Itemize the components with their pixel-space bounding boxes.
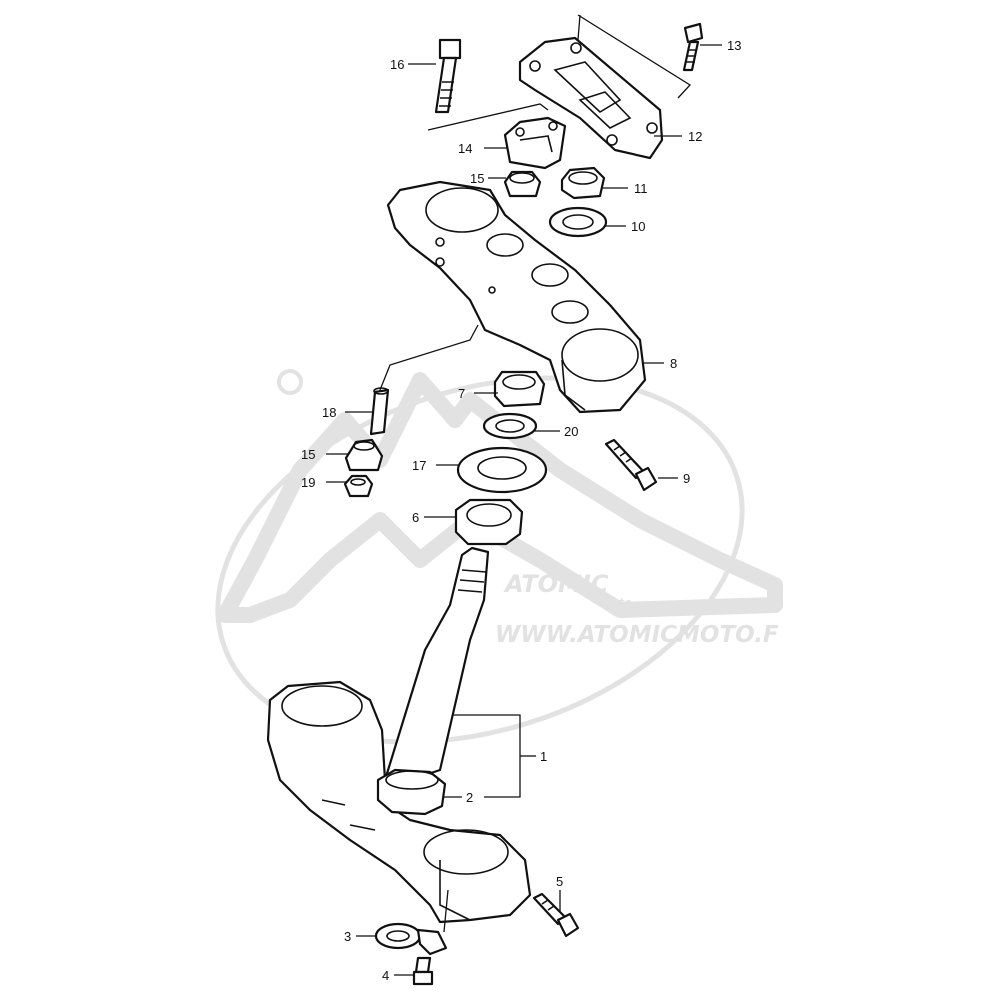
watermark-logo-subtext: moto bbox=[600, 596, 632, 609]
part-4-screw bbox=[412, 956, 434, 986]
callout-20: 20 bbox=[564, 424, 578, 439]
callout-14: 14 bbox=[458, 141, 472, 156]
callout-8: 8 bbox=[670, 356, 677, 371]
part-13-bolt bbox=[682, 22, 704, 72]
part-12-handlebar-clamp bbox=[518, 36, 664, 160]
part-17-long-bolt bbox=[434, 38, 462, 114]
part-16-dust-seal bbox=[456, 446, 548, 494]
part-11-stem-nut bbox=[560, 166, 606, 200]
callout-1: 1 bbox=[540, 749, 547, 764]
callout-11: 11 bbox=[634, 181, 648, 196]
callout-numbers: 16 13 12 14 15 11 10 8 7 18 20 15 17 9 1… bbox=[301, 38, 741, 983]
part-12-group-bracket bbox=[577, 14, 692, 99]
callout-9: 9 bbox=[683, 471, 690, 486]
callout-6: 6 bbox=[412, 510, 419, 525]
part-19-bush bbox=[343, 474, 374, 498]
part-6-bearing bbox=[454, 498, 524, 546]
callout-18: 18 bbox=[322, 405, 336, 420]
callout-19: 19 bbox=[301, 475, 315, 490]
callout-7: 7 bbox=[458, 386, 465, 401]
watermark: ATOMIC moto WWW.ATOMICMOTO.F bbox=[215, 369, 783, 745]
part-20-washer bbox=[482, 412, 538, 440]
callout-15-upper: 15 bbox=[470, 171, 484, 186]
watermark-url: WWW.ATOMICMOTO.F bbox=[495, 622, 779, 648]
callout-13: 13 bbox=[727, 38, 741, 53]
callout-10: 10 bbox=[631, 219, 645, 234]
part-7-bearing-nut bbox=[493, 370, 546, 408]
part-5-bolt bbox=[532, 892, 580, 938]
part-17-group-bracket bbox=[427, 103, 549, 131]
part-9-bolt bbox=[604, 438, 658, 492]
part-15-cap-lower bbox=[344, 438, 384, 472]
callout-4: 4 bbox=[382, 968, 389, 983]
part-8-group-bracket bbox=[379, 324, 479, 391]
watermark-mountain-logo bbox=[217, 372, 783, 623]
callout-15-lower: 15 bbox=[301, 447, 315, 462]
callout-12: 12 bbox=[688, 129, 702, 144]
part-1-steering-stem bbox=[266, 546, 532, 924]
watermark-logo-text: ATOMIC bbox=[503, 570, 609, 598]
part-3-hose-guide bbox=[374, 889, 449, 956]
leader-lines bbox=[326, 44, 722, 976]
callout-2: 2 bbox=[466, 790, 473, 805]
callout-5: 5 bbox=[556, 874, 563, 889]
part-14-lower-clamp bbox=[503, 116, 567, 170]
callout-16: 17 bbox=[412, 458, 426, 473]
part-10-washer bbox=[548, 206, 608, 238]
callout-17: 16 bbox=[390, 57, 404, 72]
part-18-dowel bbox=[369, 387, 390, 436]
part-8-upper-triple-clamp bbox=[386, 180, 647, 414]
callout-3: 3 bbox=[344, 929, 351, 944]
part-2-lower-bearing bbox=[376, 768, 447, 816]
part-15-cap-upper bbox=[503, 170, 542, 198]
